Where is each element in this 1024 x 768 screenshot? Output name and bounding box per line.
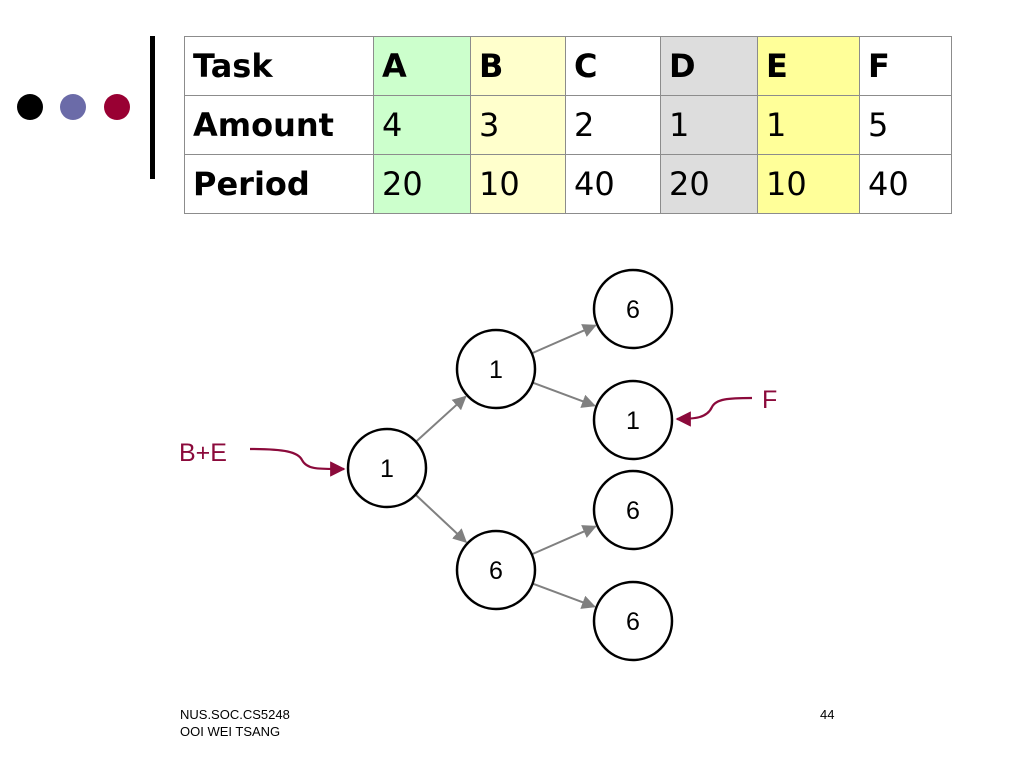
task-table: Task A B C D E F Amount 4 3 2 1 1 5 Peri…	[184, 36, 952, 214]
cell-task-f: F	[859, 36, 952, 96]
cell-task-d: D	[660, 36, 758, 96]
edge-root-to-n_bottom	[414, 493, 468, 543]
edge-root-to-n_top	[415, 395, 467, 443]
table-row-task: Task A B C D E F	[184, 36, 952, 96]
cell-task-c: C	[565, 36, 661, 96]
cell-period-c: 40	[565, 154, 661, 214]
tree-node-circle	[455, 529, 537, 611]
edge-n_bottom-to-leaf4	[532, 582, 596, 609]
annotation-f-label: F	[762, 386, 777, 414]
tree-node-leaf3: 6	[592, 469, 674, 551]
tree-node-label: 1	[489, 356, 503, 384]
cell-period-b: 10	[470, 154, 566, 214]
tree-node-label: 6	[626, 497, 640, 525]
footer-author: OOI WEI TSANG	[180, 724, 281, 739]
edge-n_top-to-leaf1	[531, 324, 597, 355]
tree-node-label: 1	[380, 455, 394, 483]
cell-task-a: A	[373, 36, 471, 96]
bullet-dot-black	[17, 94, 43, 120]
tree-node-label: 1	[626, 407, 640, 435]
tree-node-leaf2: 1	[592, 379, 674, 461]
cell-amount-e: 1	[757, 95, 860, 155]
edge-n_top-to-leaf2	[532, 381, 596, 408]
tree-node-circle	[592, 580, 674, 662]
annotation-be-label: B+E	[179, 439, 227, 467]
cell-period-a: 20	[373, 154, 471, 214]
arrow-be-to-root	[249, 447, 346, 477]
cell-task-b: B	[470, 36, 566, 96]
tree-node-leaf4: 6	[592, 580, 674, 662]
tree-node-circle	[592, 379, 674, 461]
row-header-amount: Amount	[184, 95, 374, 155]
tree-node-circle	[592, 268, 674, 350]
cell-period-f: 40	[859, 154, 952, 214]
bullet-dot-red	[104, 94, 130, 120]
tree-node-n_bottom: 6	[455, 529, 537, 611]
tree-node-leaf1: 6	[592, 268, 674, 350]
tree-node-circle	[592, 469, 674, 551]
title-divider	[150, 36, 155, 179]
tree-node-root: 1	[346, 427, 428, 509]
cell-amount-c: 2	[565, 95, 661, 155]
tree-node-label: 6	[626, 608, 640, 636]
row-header-period: Period	[184, 154, 374, 214]
tree-node-label: 6	[489, 557, 503, 585]
cell-amount-a: 4	[373, 95, 471, 155]
bullet-dot-blue	[60, 94, 86, 120]
arrow-f-to-leaf	[675, 396, 753, 427]
tree-node-circle	[346, 427, 428, 509]
cell-amount-f: 5	[859, 95, 952, 155]
cell-period-e: 10	[757, 154, 860, 214]
footer-page-number: 44	[820, 707, 835, 722]
footer-course: NUS.SOC.CS5248	[180, 707, 290, 722]
table-row-amount: Amount 4 3 2 1 1 5	[184, 95, 952, 155]
tree-node-label: 6	[626, 296, 640, 324]
cell-amount-d: 1	[660, 95, 758, 155]
tree-node-circle	[455, 328, 537, 410]
table-row-period: Period 20 10 40 20 10 40	[184, 154, 952, 214]
edge-n_bottom-to-leaf3	[531, 525, 597, 556]
tree-node-n_top: 1	[455, 328, 537, 410]
